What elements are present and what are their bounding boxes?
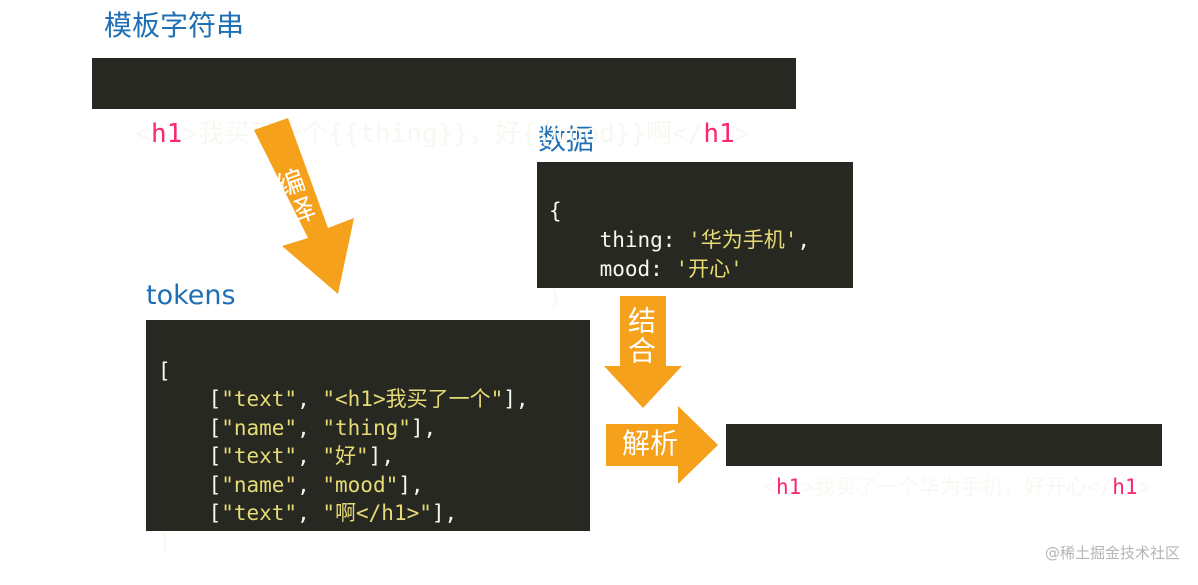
- token-row: ["text", "<h1>我买了一个"],: [158, 387, 529, 411]
- tokens-code-block: [ ["text", "<h1>我买了一个"], ["name", "thing…: [146, 320, 590, 554]
- result-close-tag: h1: [1112, 475, 1138, 499]
- token-type: "name": [221, 415, 298, 440]
- token-type: "text": [221, 501, 298, 525]
- template-string-heading: 模板字符串: [104, 9, 245, 42]
- token-value: "啊</h1>": [322, 501, 432, 525]
- data-thing-comma: ,: [797, 228, 811, 252]
- combine-arrow: [604, 296, 682, 408]
- parse-arrow-shape: [606, 406, 718, 484]
- tokens-open-bracket: [: [158, 358, 171, 383]
- template-close-tag: h1: [703, 119, 735, 149]
- result-open-lt: <: [763, 475, 776, 499]
- watermark: @稀土掘金技术社区: [1044, 544, 1180, 562]
- combine-arrow-label: 结合: [624, 306, 657, 366]
- token-row: ["text", "好"],: [158, 444, 394, 468]
- template-close-gt: >: [734, 119, 751, 149]
- token-row: ["name", "mood"],: [158, 472, 424, 497]
- parse-arrow: [606, 406, 718, 484]
- data-heading: 数据: [538, 126, 594, 154]
- data-thing-key: thing:: [549, 228, 689, 252]
- data-line-close: }: [549, 286, 562, 310]
- compile-arrow-shape: [254, 118, 354, 294]
- token-row: ["name", "thing"],: [158, 415, 437, 440]
- token-row: ["text", "啊</h1>"],: [158, 501, 458, 525]
- token-value: "thing": [322, 415, 411, 440]
- token-type: "text": [221, 387, 298, 411]
- data-line-mood: mood: '开心': [549, 255, 853, 284]
- data-code-block: { thing: '华为手机', mood: '开心'}: [537, 162, 853, 310]
- token-type: "name": [221, 472, 298, 497]
- token-value: "mood": [322, 472, 399, 497]
- token-type: "text": [221, 444, 298, 468]
- token-value: "<h1>我买了一个": [322, 387, 504, 411]
- tokens-close-bracket: ]: [158, 529, 171, 554]
- data-line-open: {: [549, 199, 562, 223]
- combine-arrow-shape: [604, 296, 682, 408]
- result-close-gt: >: [1137, 475, 1151, 499]
- tokens-heading: tokens: [146, 280, 236, 311]
- template-open-tag: h1: [150, 119, 183, 149]
- template-open-lt: <: [135, 119, 151, 149]
- template-code-block: <h1>我买了一个{{thing}}，好{{mood}}啊</h1>: [92, 58, 796, 149]
- data-mood-key: mood:: [549, 257, 676, 281]
- token-value: "好": [322, 444, 369, 468]
- result-code-block: <h1>我买了一个华为手机，好开心</h1>: [726, 424, 1162, 499]
- result-open-tag: h1: [775, 475, 802, 499]
- template-open-gt: >: [182, 119, 198, 149]
- result-open-gt: >: [801, 475, 814, 499]
- result-body: 我买了一个华为手机，好开心</: [813, 475, 1113, 499]
- parse-arrow-label: 解析: [622, 427, 679, 460]
- data-mood-value: '开心': [675, 257, 743, 281]
- data-line-thing: thing: '华为手机',: [549, 226, 853, 255]
- data-thing-value: '华为手机': [688, 228, 798, 252]
- compile-arrow: [254, 118, 354, 294]
